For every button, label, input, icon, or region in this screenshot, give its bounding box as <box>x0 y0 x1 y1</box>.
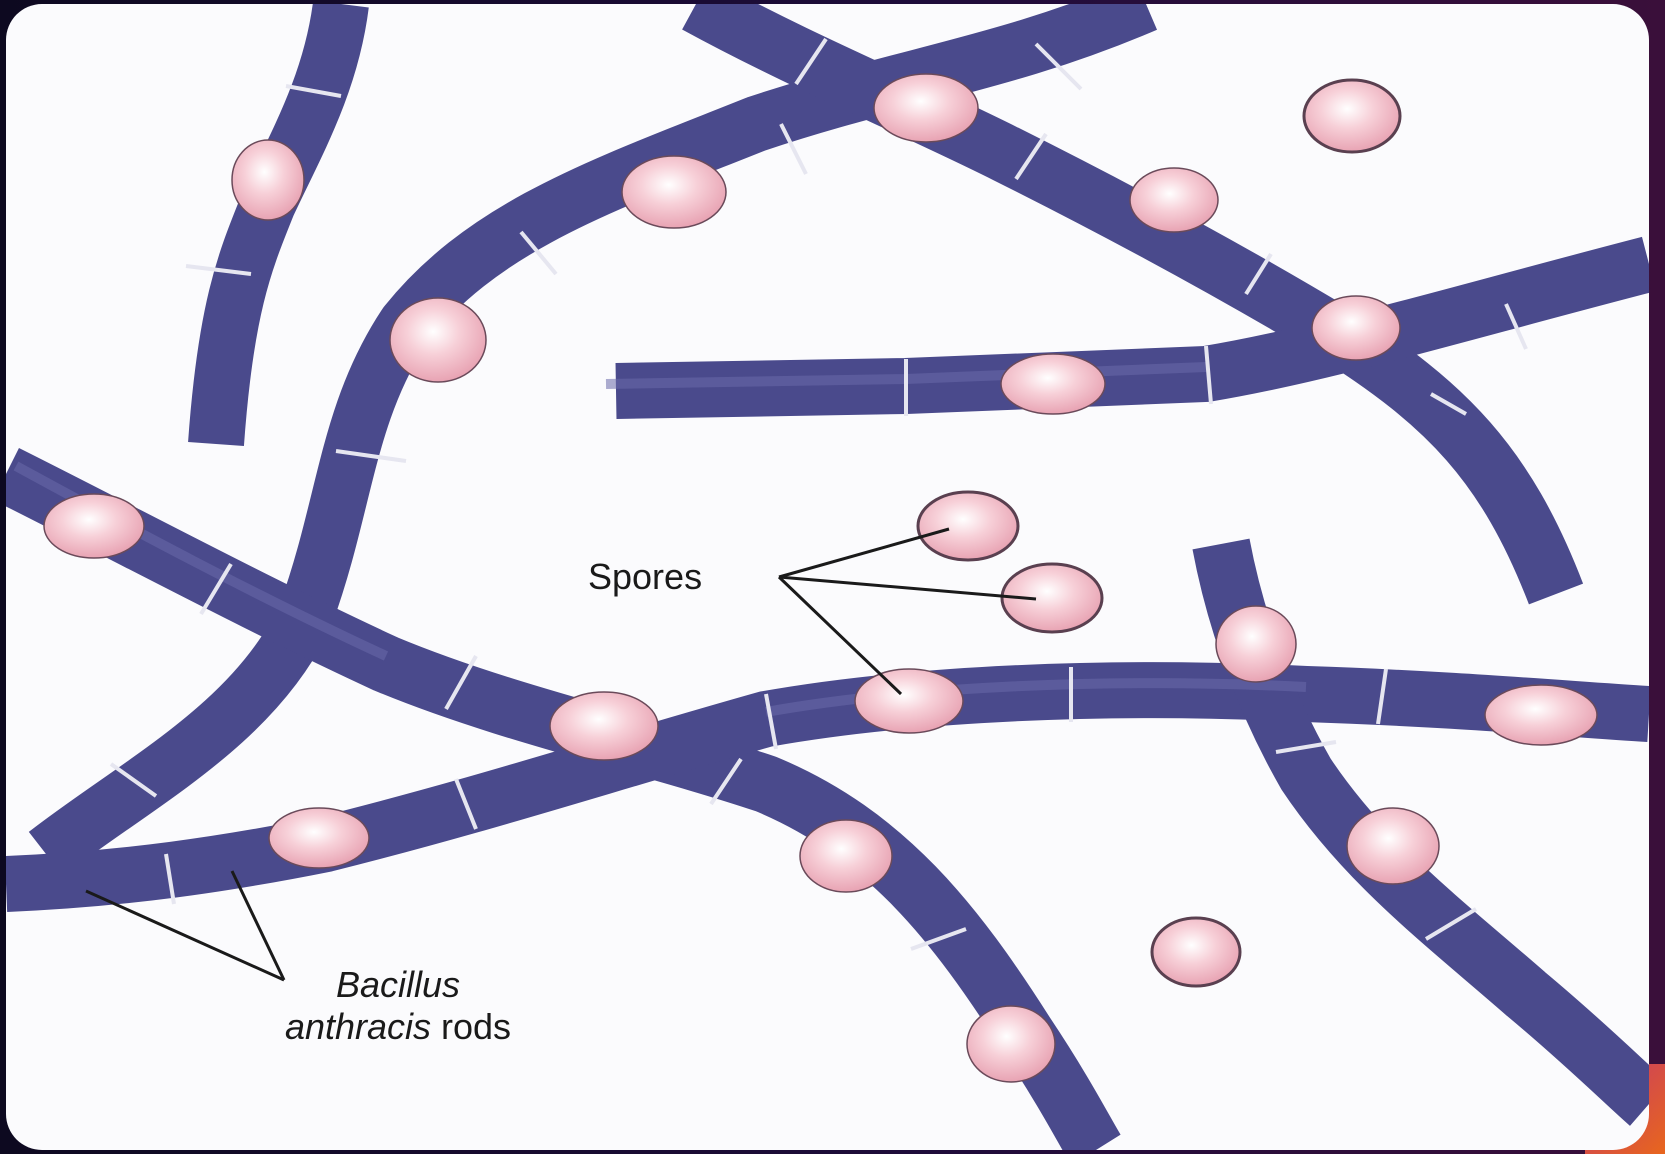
bacillus-label: Bacillus anthracis rods <box>228 964 568 1048</box>
rod <box>6 474 1096 1150</box>
spore <box>967 1006 1055 1082</box>
spore <box>1001 354 1105 414</box>
bacillus-species: anthracis <box>285 1006 431 1047</box>
spore <box>269 808 369 868</box>
spore <box>1216 606 1296 682</box>
spore <box>855 669 963 733</box>
spore <box>232 140 304 220</box>
free-spore <box>918 492 1018 560</box>
spore <box>622 156 726 228</box>
spore <box>390 298 486 382</box>
spore <box>800 820 892 892</box>
spore <box>550 692 658 760</box>
spore <box>1130 168 1218 232</box>
leader-line <box>779 577 1036 599</box>
spore <box>1312 296 1400 360</box>
spore <box>874 74 978 142</box>
free-spore <box>1152 918 1240 986</box>
bacillus-genus: Bacillus <box>336 964 460 1005</box>
spore <box>1485 685 1597 745</box>
rod <box>216 4 341 444</box>
bacillus-rods-word: rods <box>431 1006 511 1047</box>
diagram-frame: Spores Bacillus anthracis rods <box>6 4 1649 1150</box>
free-spore <box>1304 80 1400 152</box>
leader-line <box>779 529 949 577</box>
spore <box>44 494 144 558</box>
spore <box>1347 808 1439 884</box>
spores-label: Spores <box>588 556 702 598</box>
leader-line <box>779 577 901 694</box>
